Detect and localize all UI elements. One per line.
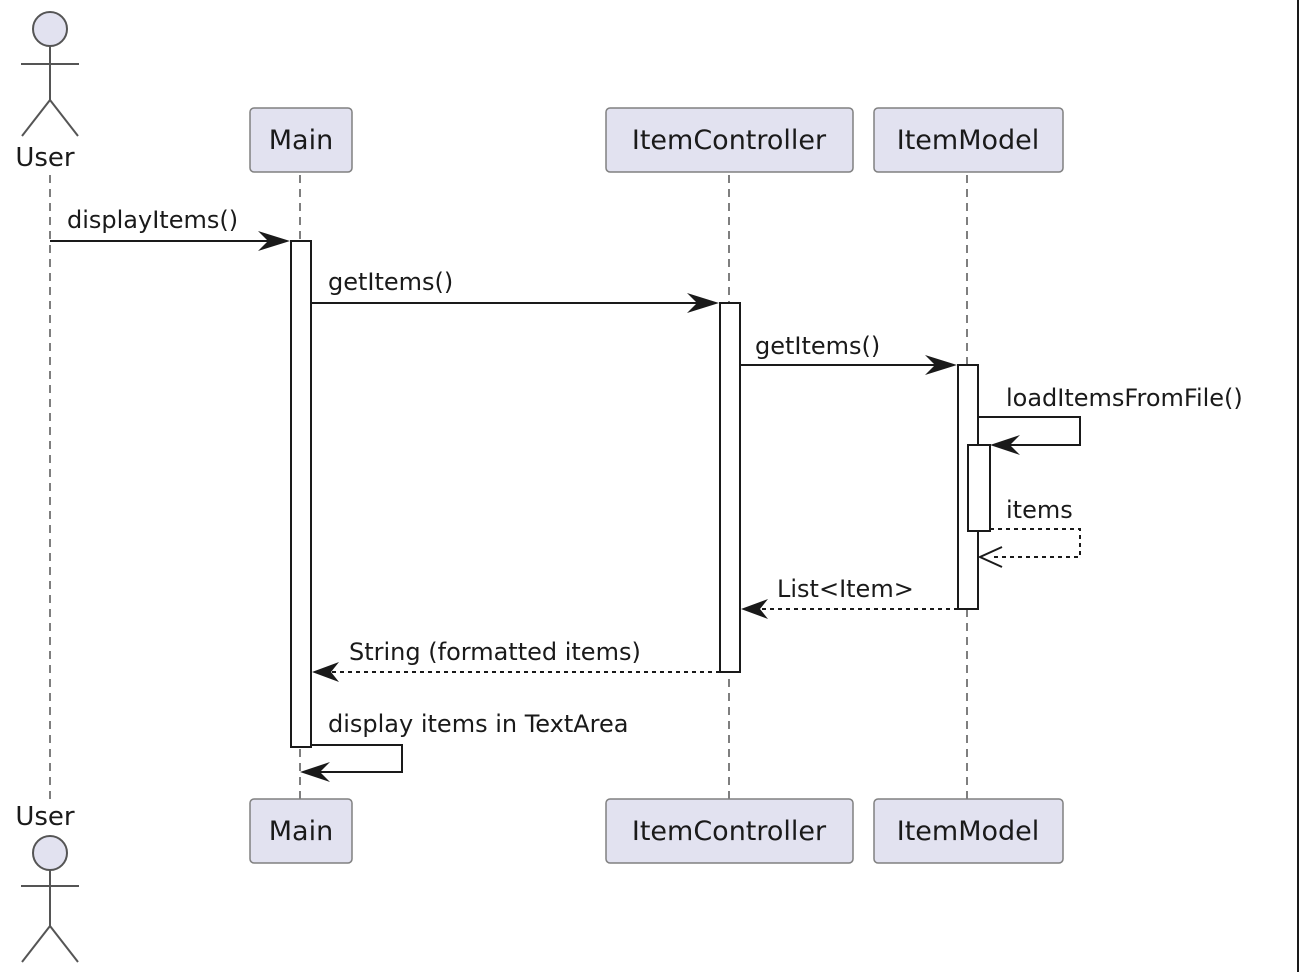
participant-item-model-bottom: ItemModel xyxy=(873,798,1064,864)
arrow-head-icon xyxy=(258,231,290,251)
participant-main-top: Main xyxy=(249,107,353,173)
message-label: getItems() xyxy=(755,332,880,360)
actor-leg-left-icon xyxy=(21,925,51,963)
actor-leg-right-icon xyxy=(49,99,79,137)
participant-label: Main xyxy=(269,816,333,847)
message-display-items: displayItems() xyxy=(50,206,290,251)
message-list-item-return: List<Item> xyxy=(741,575,958,619)
participant-label: Main xyxy=(269,125,333,156)
message-label: displayItems() xyxy=(67,206,238,234)
activation-item-controller xyxy=(719,302,741,673)
participant-box xyxy=(605,798,854,864)
participant-label: ItemModel xyxy=(897,125,1040,156)
participant-item-model-top: ItemModel xyxy=(873,107,1064,173)
actor-leg-right-icon xyxy=(49,925,79,963)
message-label: items xyxy=(1006,496,1073,524)
actor-label: User xyxy=(15,802,75,832)
message-line xyxy=(978,416,1081,446)
participant-box xyxy=(249,107,353,173)
message-display-in-textarea: display items in TextArea xyxy=(300,710,628,782)
actor-head-icon xyxy=(32,11,68,47)
message-load-items-from-file: loadItemsFromFile() xyxy=(978,384,1243,455)
message-label: display items in TextArea xyxy=(328,710,628,738)
message-line xyxy=(308,744,403,773)
arrow-head-icon xyxy=(300,762,330,782)
arrow-head-icon xyxy=(741,599,768,619)
activation-main xyxy=(290,240,312,748)
actor-user-bottom: User xyxy=(15,802,79,963)
message-line xyxy=(990,528,1081,558)
message-label: getItems() xyxy=(328,268,453,296)
arrow-head-icon xyxy=(925,355,957,375)
message-items-return: items xyxy=(977,496,1081,568)
activation-item-model-nested xyxy=(967,444,991,532)
message-get-items-model: getItems() xyxy=(740,332,957,375)
actor-head-icon xyxy=(32,835,68,871)
arrow-head-icon xyxy=(687,293,719,313)
message-label: List<Item> xyxy=(777,575,914,603)
arrow-head-icon xyxy=(990,435,1020,455)
message-label: loadItemsFromFile() xyxy=(1006,384,1243,412)
participant-label: ItemController xyxy=(632,125,827,156)
message-string-return: String (formatted items) xyxy=(312,638,720,682)
participant-item-controller-top: ItemController xyxy=(605,107,854,173)
arrow-head-icon xyxy=(312,662,339,682)
participant-box xyxy=(249,798,353,864)
participant-label: ItemController xyxy=(632,816,827,847)
participant-box xyxy=(873,798,1064,864)
actor-leg-left-icon xyxy=(21,99,51,137)
message-get-items-controller: getItems() xyxy=(311,268,719,313)
participant-item-controller-bottom: ItemController xyxy=(605,798,854,864)
arrow-head-icon xyxy=(977,546,1003,568)
participant-main-bottom: Main xyxy=(249,798,353,864)
actor-label: User xyxy=(15,143,75,173)
actor-user-top: User xyxy=(15,11,79,173)
message-label: String (formatted items) xyxy=(349,638,641,666)
participant-box xyxy=(873,107,1064,173)
participant-label: ItemModel xyxy=(897,816,1040,847)
participant-box xyxy=(605,107,854,173)
